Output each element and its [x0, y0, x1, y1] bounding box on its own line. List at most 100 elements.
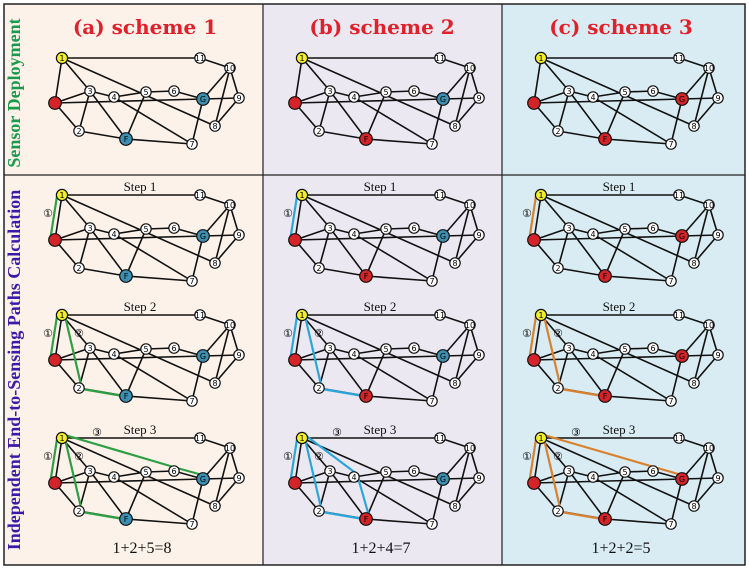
- node-4: [348, 91, 360, 103]
- graph-edge: [693, 67, 710, 127]
- step-marker: ①: [43, 327, 53, 340]
- node-label: 10: [225, 64, 235, 73]
- node-label: 11: [195, 434, 205, 443]
- graph-edge: [365, 91, 387, 140]
- node-F: [119, 389, 133, 403]
- node-4: [587, 471, 599, 483]
- graph-edge: [568, 227, 606, 277]
- node-1: [55, 431, 69, 445]
- node-0: [527, 233, 541, 247]
- node-0: [288, 233, 302, 247]
- node-7: [186, 518, 198, 530]
- node-1: [295, 431, 309, 445]
- graph-edge: [431, 235, 444, 282]
- node-label: 4: [590, 230, 595, 239]
- node-6: [647, 222, 659, 234]
- sum-scheme-2: 1+2+4=7: [351, 540, 410, 557]
- node-8: [688, 120, 700, 132]
- node-6: [647, 342, 659, 354]
- node-label: 6: [411, 467, 416, 476]
- graph-edge: [533, 437, 542, 484]
- node-8: [688, 377, 700, 389]
- graph-edge: [329, 470, 367, 520]
- node-11: [434, 52, 446, 64]
- node-2: [313, 382, 325, 394]
- node-label: 6: [650, 467, 655, 476]
- node-label: 11: [435, 191, 445, 200]
- node-label: G: [200, 352, 206, 361]
- node-5: [140, 223, 152, 235]
- node-G: [675, 349, 689, 363]
- node-0: [48, 353, 62, 367]
- node-5: [380, 223, 392, 235]
- node-label: 7: [668, 277, 673, 286]
- node-7: [426, 395, 438, 407]
- graph-edge: [301, 314, 456, 384]
- node-4: [108, 471, 120, 483]
- graph-edge: [301, 57, 331, 92]
- graph-edge: [353, 353, 433, 402]
- node-3: [84, 222, 96, 234]
- node-label: F: [364, 515, 369, 524]
- node-5: [140, 343, 152, 355]
- node-3: [324, 465, 336, 477]
- node-label: 2: [76, 127, 81, 136]
- node-5: [619, 343, 631, 355]
- sensing-path: [527, 195, 538, 242]
- node-label: 2: [555, 507, 560, 516]
- node-9: [473, 92, 485, 104]
- graph-edge: [301, 194, 331, 229]
- node-G: [196, 92, 210, 106]
- node-1: [295, 308, 309, 322]
- node-F: [359, 269, 373, 283]
- node-label: G: [440, 475, 446, 484]
- graph-edge: [191, 478, 204, 525]
- graph-edge: [113, 476, 193, 525]
- node-10: [703, 199, 715, 211]
- node-9: [233, 472, 245, 484]
- node-7: [665, 275, 677, 287]
- node-label: G: [679, 475, 685, 484]
- node-label: 8: [212, 379, 217, 388]
- node-label: 7: [429, 397, 434, 406]
- node-label: 4: [111, 473, 116, 482]
- step-marker: ②: [74, 450, 84, 463]
- graph-edge: [61, 57, 91, 92]
- graph-edge: [693, 324, 710, 384]
- node-9: [712, 349, 724, 361]
- step-label: Step 1: [364, 179, 397, 194]
- graph-edge: [540, 437, 695, 507]
- graph-edge: [214, 234, 240, 264]
- node-label: 11: [435, 311, 445, 320]
- node-label: F: [124, 392, 129, 401]
- graph-edge: [540, 57, 695, 127]
- graph-edge: [301, 437, 456, 507]
- graph-edge: [329, 347, 367, 397]
- node-label: 3: [87, 344, 92, 353]
- node-10: [224, 442, 236, 454]
- node-3: [324, 222, 336, 234]
- graph-edge: [294, 355, 444, 361]
- graph-edge: [693, 354, 719, 384]
- node-7: [426, 275, 438, 287]
- graph-edge: [670, 355, 683, 402]
- node-8: [209, 500, 221, 512]
- graph-edge: [454, 204, 471, 264]
- graph-edge: [693, 477, 719, 507]
- node-3: [563, 465, 575, 477]
- step-label: Step 1: [603, 179, 636, 194]
- graph-edge: [214, 324, 231, 384]
- node-7: [665, 138, 677, 150]
- title-scheme-1: (a) scheme 1: [73, 15, 217, 39]
- node-9: [473, 472, 485, 484]
- node-label: 1: [59, 191, 64, 200]
- node-label: 10: [465, 201, 475, 210]
- node-11: [434, 189, 446, 201]
- node-1: [534, 51, 548, 65]
- graph-edge: [353, 96, 433, 145]
- node-label: G: [440, 95, 446, 104]
